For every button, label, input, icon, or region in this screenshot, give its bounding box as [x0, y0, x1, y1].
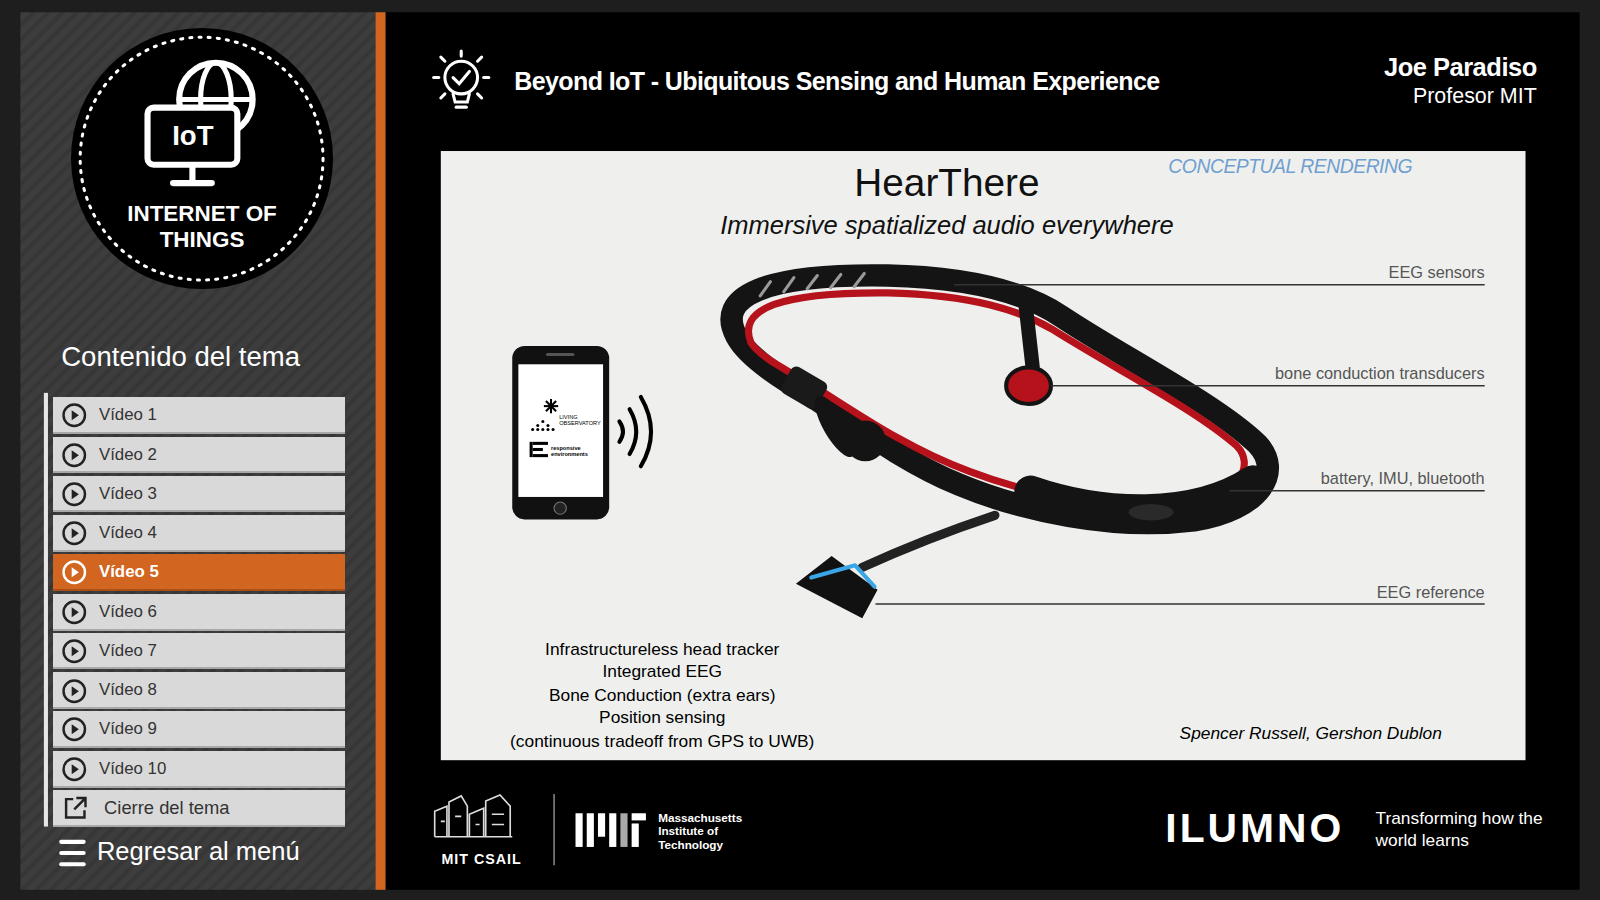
feature-line: Infrastructureless head tracker [448, 640, 877, 660]
lightbulb-icon [434, 51, 489, 107]
menu-label: Vídeo 9 [99, 711, 157, 748]
play-icon [61, 716, 88, 743]
headband-illustration [732, 273, 1268, 618]
callout-label: bone conduction transducers [1275, 364, 1485, 383]
callout-label: EEG reference [1377, 583, 1485, 602]
app-logo-text: responsive environments [551, 445, 592, 457]
slide-ground [441, 151, 1526, 760]
ilumno-wordmark: ILUMNO [1165, 805, 1344, 852]
menu-item: Cierre del tema [53, 790, 345, 827]
credits: Spencer Russell, Gershon Dublon [1180, 724, 1442, 744]
menu-item: Vídeo 2 [53, 437, 345, 474]
play-icon [61, 442, 88, 469]
main-panel [386, 12, 1580, 890]
menu-rail [44, 393, 48, 827]
menu-label: Cierre del tema [104, 790, 230, 827]
callout-label: battery, IMU, bluetooth [1321, 469, 1485, 488]
menu-item: Vídeo 9 [53, 711, 345, 748]
play-icon [61, 638, 88, 665]
slide-title: Beyond IoT - Ubiquitous Sensing and Huma… [514, 67, 1159, 96]
csail-logo [435, 795, 513, 837]
external-link-icon [61, 794, 90, 823]
feature-line: Position sensing [448, 708, 877, 728]
play-icon [61, 756, 88, 783]
feature-line: (continuous tradeoff from GPS to UWB) [448, 732, 877, 752]
rendering-note: CONCEPTUAL RENDERING [1168, 155, 1412, 177]
mit-wordmark: Massachusetts Institute of Technology [658, 811, 760, 851]
slide-subtitle: Immersive spatialized audio everywhere [539, 211, 1355, 240]
callout-label: EEG sensors [1389, 263, 1485, 282]
menu-label: Vídeo 3 [99, 476, 157, 513]
menu-label: Vídeo 2 [99, 437, 157, 474]
play-icon [61, 402, 88, 429]
logo-mark-text: IoT [152, 120, 234, 152]
feature-line: Integrated EEG [448, 662, 877, 682]
mit-logo [576, 813, 646, 847]
menu-label: Vídeo 10 [99, 751, 166, 788]
menu-item: Vídeo 1 [53, 397, 345, 434]
sidebar-panel [20, 12, 375, 890]
menu-label: Vídeo 8 [99, 672, 157, 709]
menu-item: Vídeo 5 [53, 554, 345, 591]
ilumno-tagline: Transforming how the world learns [1376, 808, 1544, 851]
feature-line: Bone Conduction (extra ears) [448, 686, 877, 706]
menu-item: Vídeo 8 [53, 672, 345, 709]
play-icon [61, 481, 88, 508]
section-heading: Contenido del tema [61, 341, 300, 373]
play-icon [61, 559, 88, 586]
menu-item: Vídeo 6 [53, 594, 345, 631]
leader-lines [876, 285, 1485, 604]
menu-label: Vídeo 7 [99, 633, 157, 670]
menu-label: Vídeo 6 [99, 594, 157, 631]
orange-divider [376, 12, 386, 890]
menu-icon [59, 840, 86, 867]
logo-circle: IoT INTERNET OF THINGS [71, 28, 332, 289]
csail-wordmark: MIT CSAIL [415, 851, 548, 867]
menu-item: Vídeo 7 [53, 633, 345, 670]
play-icon [61, 520, 88, 547]
speaker-name: Joe Paradiso [1384, 53, 1537, 82]
menu-label: Vídeo 1 [99, 397, 157, 434]
app-logo-text: LIVING OBSERVATORY [559, 414, 600, 426]
logo-caption: INTERNET OF THINGS [110, 201, 294, 252]
play-icon [61, 599, 88, 626]
menu-label: Vídeo 5 [99, 554, 159, 591]
menu-item: Vídeo 10 [53, 751, 345, 788]
signal-waves [619, 397, 651, 466]
menu-item: Vídeo 3 [53, 476, 345, 513]
phone-illustration [512, 346, 609, 519]
menu-label: Vídeo 4 [99, 515, 157, 552]
menu-item: Vídeo 4 [53, 515, 345, 552]
logo-divider [553, 794, 555, 865]
play-icon [61, 678, 88, 705]
back-link: Regresar al menú [97, 837, 300, 866]
speaker-role: Profesor MIT [1413, 84, 1537, 109]
